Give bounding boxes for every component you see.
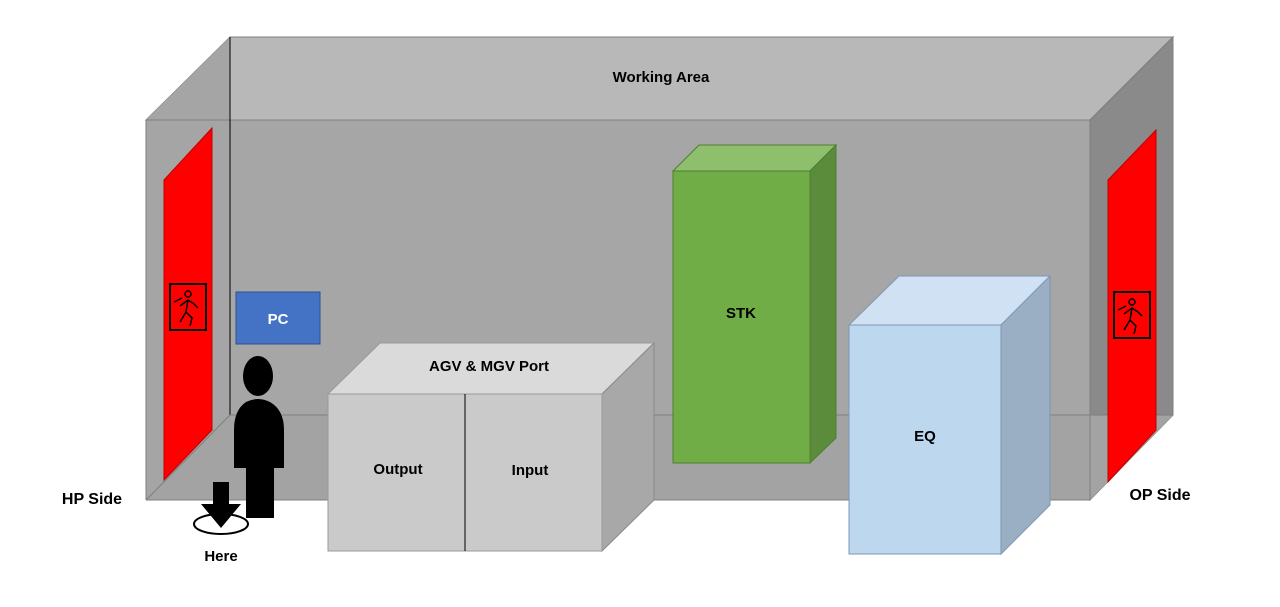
stk-label: STK	[726, 305, 756, 322]
port-title: AGV & MGV Port	[429, 358, 549, 375]
op-side-label: OP Side	[1129, 487, 1190, 504]
pc-box[interactable]: PC	[235, 291, 321, 345]
emergency-exit-icon	[169, 283, 207, 331]
port-input-label: Input	[512, 462, 549, 479]
hp-side-label: HP Side	[62, 491, 122, 508]
port-output-label: Output	[373, 461, 422, 478]
port-input-face[interactable]	[464, 393, 603, 552]
room-floor-left-edge	[145, 414, 231, 501]
down-arrow-icon	[201, 482, 241, 528]
here-marker: Here	[193, 482, 249, 565]
room-title: Working Area	[613, 69, 710, 86]
eq-label: EQ	[914, 428, 936, 445]
stk-side-face	[809, 143, 837, 465]
eq-side-face	[1000, 274, 1051, 556]
stk-top-face	[671, 144, 838, 172]
eq-front-face	[848, 324, 1002, 555]
eq-unit[interactable]: EQ	[847, 274, 1052, 556]
pc-label: PC	[268, 311, 289, 328]
stk-unit[interactable]: STK	[671, 143, 838, 465]
stk-front-face	[672, 170, 811, 464]
port-output-face[interactable]	[327, 393, 466, 552]
here-label: Here	[204, 548, 237, 565]
right-exit-door[interactable]	[1107, 128, 1157, 484]
emergency-exit-icon	[1113, 291, 1151, 339]
person-icon	[234, 356, 284, 518]
room-outline	[145, 119, 1091, 501]
agv-mgv-port[interactable]: AGV & MGV Port Output Input	[326, 341, 656, 553]
